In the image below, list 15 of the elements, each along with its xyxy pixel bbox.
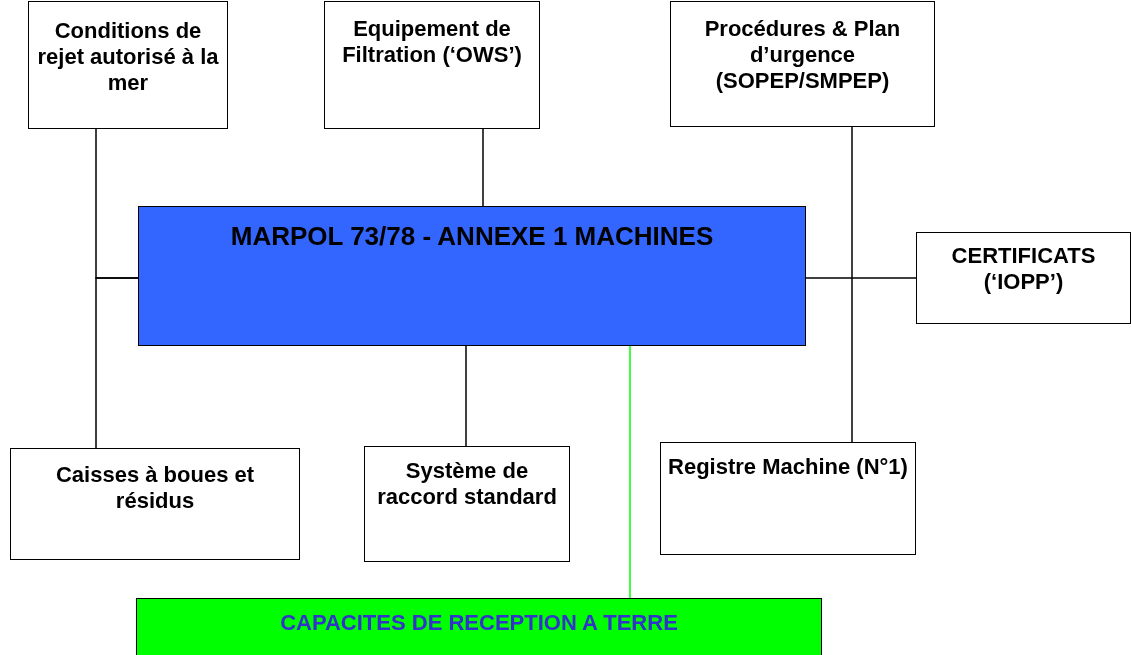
connector-line (482, 128, 484, 207)
banner-box: CAPACITES DE RECEPTION A TERRE (136, 598, 822, 655)
connector-line (805, 277, 917, 279)
text-box: Conditions de rejet autorisé à la mer (28, 1, 228, 129)
text-box: Caisses à boues et résidus (10, 448, 300, 560)
connector-line (95, 277, 139, 449)
text-box: Procédures & Plan d’urgence (SOPEP/SMPEP) (670, 1, 935, 127)
text-box: Système de raccord standard (364, 446, 570, 562)
title-box: MARPOL 73/78 - ANNEXE 1 MACHINES (138, 206, 806, 346)
text-box: Equipement de Filtration (‘OWS’) (324, 1, 540, 129)
text-box: Registre Machine (N°1) (660, 442, 916, 555)
text-box: CERTIFICATS (‘IOPP’) (916, 232, 1131, 324)
connector-line (851, 126, 853, 443)
connector-line (629, 345, 631, 599)
connector-line (465, 345, 467, 447)
